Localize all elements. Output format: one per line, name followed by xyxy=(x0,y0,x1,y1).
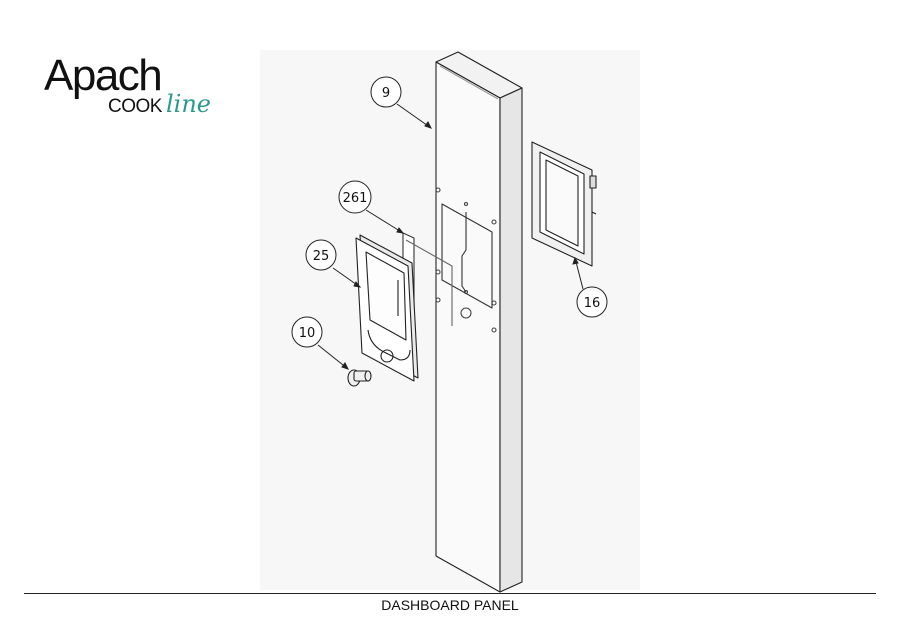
callout-25: 25 xyxy=(305,239,337,271)
callout-261: 261 xyxy=(338,180,372,214)
brand-name: Apach xyxy=(44,51,163,100)
caption-rule xyxy=(24,593,876,594)
callout-label-10: 10 xyxy=(299,326,316,341)
front-panel-25 xyxy=(355,234,419,382)
callout-10: 10 xyxy=(291,316,323,348)
rear-frame-16 xyxy=(531,141,597,267)
callout-label-9: 9 xyxy=(382,86,390,101)
drawing-title: DASHBOARD PANEL xyxy=(381,597,519,613)
brand-line-suffix: line xyxy=(166,90,212,118)
knob-10 xyxy=(347,369,372,387)
callout-label-16: 16 xyxy=(584,296,601,311)
callout-label-261: 261 xyxy=(343,191,368,206)
brand-logo: Apach COOK line xyxy=(40,52,230,122)
callout-16: 16 xyxy=(576,286,608,318)
callout-9: 9 xyxy=(370,76,402,108)
brand-line-prefix: COOK xyxy=(108,96,162,117)
callout-label-25: 25 xyxy=(313,249,330,264)
column-body xyxy=(435,51,523,593)
